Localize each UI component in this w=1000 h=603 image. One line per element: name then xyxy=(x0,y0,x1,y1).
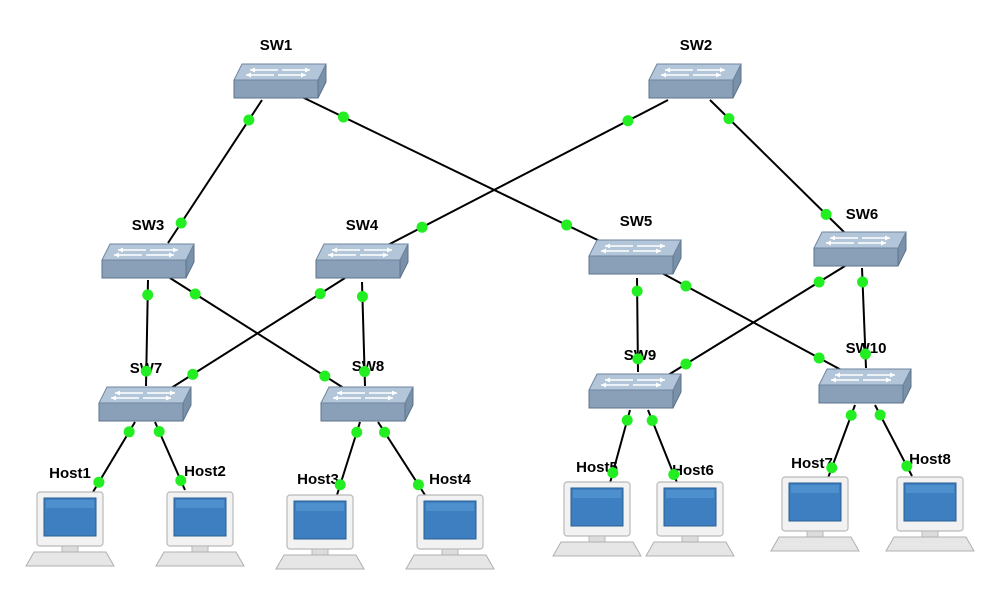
link-sw4-sw7 xyxy=(167,277,346,391)
switch-sw6[interactable] xyxy=(813,231,907,267)
switch-sw1[interactable] xyxy=(233,63,327,99)
port-dot-sw4-sw7-a xyxy=(314,288,326,300)
desktop-computer-icon xyxy=(405,494,495,570)
port-dot-sw10-host7-a xyxy=(845,409,857,421)
switch-sw10[interactable] xyxy=(818,368,912,404)
host-host5[interactable] xyxy=(552,481,642,557)
desktop-computer-icon xyxy=(770,476,860,552)
links-layer xyxy=(92,95,913,496)
network-switch-icon xyxy=(648,63,742,99)
port-dot-sw3-sw8-a xyxy=(189,288,201,300)
port-dot-sw7-host2-b xyxy=(175,474,187,486)
port-dot-sw6-sw10-a xyxy=(857,276,869,288)
network-switch-icon xyxy=(233,63,327,99)
switch-sw4[interactable] xyxy=(315,243,409,279)
port-dot-sw10-host8-b xyxy=(901,460,913,472)
host-label: Host2 xyxy=(184,463,226,480)
port-dot-sw8-host3-b xyxy=(334,479,346,491)
port-dot-sw2-sw6-b xyxy=(820,208,832,220)
nodes-layer: SW1SW2SW3SW4SW5SW6SW7SW8SW9SW10Host1Host… xyxy=(25,37,975,570)
switch-label: SW4 xyxy=(346,217,379,234)
desktop-computer-icon xyxy=(25,491,115,567)
host-label: Host3 xyxy=(297,471,339,488)
port-dot-sw2-sw4-b xyxy=(416,221,428,233)
network-switch-icon xyxy=(320,386,414,422)
port-dot-sw6-sw10-b xyxy=(859,348,871,360)
link-sw1-sw5 xyxy=(299,95,611,247)
port-dot-sw6-sw9-b xyxy=(680,358,692,370)
host-host6[interactable] xyxy=(645,481,735,557)
port-dot-sw8-host4-a xyxy=(379,426,391,438)
port-dot-sw10-host7-b xyxy=(826,462,838,474)
port-dot-sw10-host8-a xyxy=(874,409,886,421)
port-dot-sw2-sw4-a xyxy=(622,115,634,127)
network-switch-icon xyxy=(588,239,682,275)
host-host2[interactable] xyxy=(155,491,245,567)
port-dot-sw5-sw10-a xyxy=(680,280,692,292)
port-dot-sw6-sw9-a xyxy=(813,276,825,288)
switch-label: SW1 xyxy=(260,37,293,54)
network-switch-icon xyxy=(818,368,912,404)
port-dot-sw9-host6-a xyxy=(646,415,658,426)
port-dot-sw1-sw3-a xyxy=(243,114,255,126)
desktop-computer-icon xyxy=(552,481,642,557)
desktop-computer-icon xyxy=(885,476,975,552)
host-label: Host6 xyxy=(672,462,714,479)
switch-label: SW10 xyxy=(846,340,887,357)
host-host8[interactable] xyxy=(885,476,975,552)
host-label: Host4 xyxy=(429,471,471,488)
host-label: Host8 xyxy=(909,451,951,468)
port-dot-sw4-sw8-a xyxy=(356,291,368,303)
port-dot-sw1-sw5-b xyxy=(561,219,573,231)
host-host4[interactable] xyxy=(405,494,495,570)
switch-sw2[interactable] xyxy=(648,63,742,99)
port-dot-sw1-sw5-a xyxy=(337,111,349,123)
desktop-computer-icon xyxy=(155,491,245,567)
switch-label: SW6 xyxy=(846,206,879,223)
switch-sw8[interactable] xyxy=(320,386,414,422)
port-dot-sw9-host5-a xyxy=(621,414,633,426)
port-dot-sw7-host1-b xyxy=(93,476,105,488)
desktop-computer-icon xyxy=(275,494,365,570)
port-dot-sw9-host5-b xyxy=(607,467,619,479)
network-switch-icon xyxy=(98,386,192,422)
switch-sw3[interactable] xyxy=(101,243,195,279)
switch-label: SW2 xyxy=(680,37,713,54)
port-dot-sw7-host2-a xyxy=(153,426,165,438)
port-dot-sw8-host4-b xyxy=(412,479,424,491)
network-switch-icon xyxy=(315,243,409,279)
port-dot-sw3-sw7-a xyxy=(142,289,154,301)
link-sw3-sw8 xyxy=(169,277,351,393)
port-dot-sw5-sw9-b xyxy=(632,353,644,365)
port-dot-sw5-sw9-a xyxy=(631,285,643,297)
port-dot-sw9-host6-b xyxy=(668,469,680,480)
port-dot-sw7-host1-a xyxy=(123,426,135,438)
link-sw2-sw4 xyxy=(381,99,669,249)
port-dot-sw8-host3-a xyxy=(351,426,363,438)
port-dots-layer xyxy=(93,111,913,491)
port-dot-sw5-sw10-b xyxy=(813,352,825,364)
switch-sw5[interactable] xyxy=(588,239,682,275)
port-dot-sw4-sw8-b xyxy=(359,365,371,377)
network-switch-icon xyxy=(588,373,682,409)
host-host1[interactable] xyxy=(25,491,115,567)
host-host7[interactable] xyxy=(770,476,860,552)
port-dot-sw3-sw7-b xyxy=(140,365,152,377)
network-switch-icon xyxy=(101,243,195,279)
switch-label: SW3 xyxy=(132,217,165,234)
link-sw6-sw9 xyxy=(659,265,846,381)
host-label: Host7 xyxy=(791,455,833,472)
port-dot-sw2-sw6-a xyxy=(723,113,735,125)
network-switch-icon xyxy=(813,231,907,267)
port-dot-sw4-sw7-b xyxy=(187,368,199,380)
desktop-computer-icon xyxy=(645,481,735,557)
host-label: Host1 xyxy=(49,465,91,482)
host-host3[interactable] xyxy=(275,494,365,570)
switch-label: SW5 xyxy=(620,213,653,230)
port-dot-sw3-sw8-b xyxy=(319,370,331,382)
switch-sw9[interactable] xyxy=(588,373,682,409)
port-dot-sw1-sw3-b xyxy=(175,217,187,229)
switch-sw7[interactable] xyxy=(98,386,192,422)
